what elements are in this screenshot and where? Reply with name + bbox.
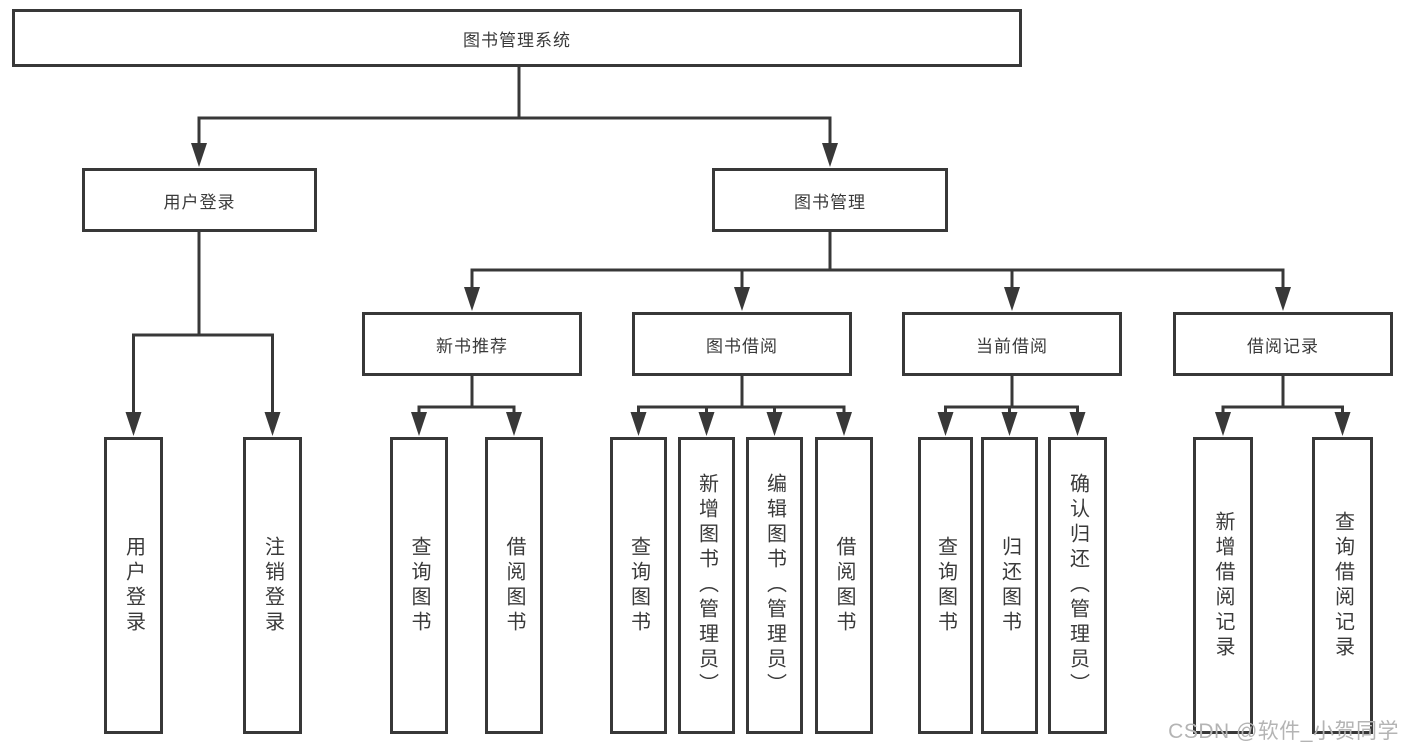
node-book-management: 图书管理 <box>712 168 948 232</box>
leaf-user-login: 用户登录 <box>104 437 163 734</box>
leaf-confirm-return-admin: 确认归还（管理员） <box>1048 437 1107 734</box>
node-current-borrowing: 当前借阅 <box>902 312 1122 376</box>
leaf-query-borrow-record: 查询借阅记录 <box>1312 437 1373 734</box>
leaf-borrow-books-borrowing: 借阅图书 <box>815 437 873 734</box>
node-book-borrowing: 图书借阅 <box>632 312 852 376</box>
leaf-logout: 注销登录 <box>243 437 302 734</box>
csdn-watermark: CSDN @软件_小贺同学 <box>1168 720 1399 743</box>
leaf-edit-books-admin: 编辑图书（管理员） <box>746 437 803 734</box>
node-library-management-system: 图书管理系统 <box>12 9 1022 67</box>
leaf-add-books-admin: 新增图书（管理员） <box>678 437 735 734</box>
node-new-book-recommendation: 新书推荐 <box>362 312 582 376</box>
arrowheads <box>125 143 1351 436</box>
node-user-login: 用户登录 <box>82 168 317 232</box>
leaf-return-books: 归还图书 <box>981 437 1038 734</box>
leaf-query-books-current: 查询图书 <box>918 437 973 734</box>
leaf-borrow-books: 借阅图书 <box>485 437 543 734</box>
leaf-query-books: 查询图书 <box>390 437 448 734</box>
node-borrowing-records: 借阅记录 <box>1173 312 1393 376</box>
leaf-query-books-borrowing: 查询图书 <box>610 437 667 734</box>
leaf-add-borrow-record: 新增借阅记录 <box>1193 437 1253 734</box>
